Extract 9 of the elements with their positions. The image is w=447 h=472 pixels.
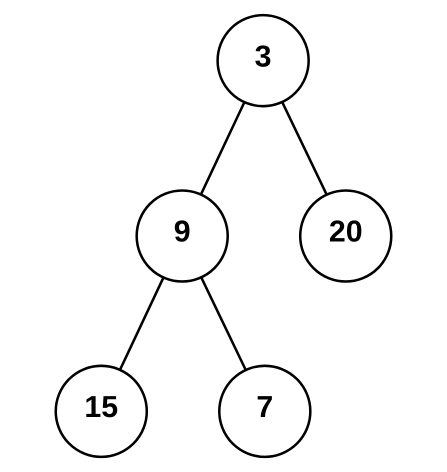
node-circle: 7 — [218, 364, 312, 458]
node-circle: 9 — [135, 189, 229, 283]
node-circle: 3 — [216, 14, 310, 108]
connector — [119, 277, 165, 370]
node-circle: 15 — [54, 364, 148, 458]
connector — [200, 102, 246, 195]
connector — [200, 277, 247, 371]
connector — [281, 102, 328, 196]
node-circle: 20 — [298, 189, 393, 283]
